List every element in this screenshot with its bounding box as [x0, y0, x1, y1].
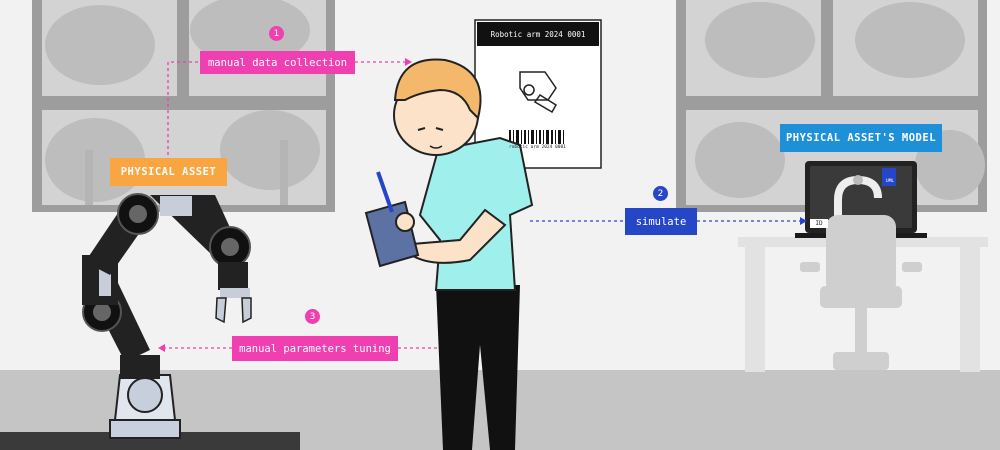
step-2-badge: 2: [653, 186, 668, 201]
simulate-label: simulate: [625, 208, 697, 235]
arrowheads: [158, 58, 807, 352]
step-3-badge: 3: [305, 309, 320, 324]
chair: [800, 215, 922, 370]
robotic-arm: [82, 193, 252, 439]
datasheet-code: robotic arm 2024 0001: [509, 145, 566, 150]
manual-data-collection-label: manual data collection: [200, 51, 355, 74]
connectors: [165, 61, 800, 349]
laptop-id-tag: ID: [810, 219, 828, 228]
datasheet-title: Robotic arm 2024 0001: [490, 29, 586, 39]
left-window: [32, 0, 335, 212]
person: [364, 58, 534, 450]
table-top-left: [0, 432, 300, 450]
step-1-badge: 1: [269, 26, 284, 41]
physical-asset-label: PHYSICAL ASSET: [110, 158, 227, 186]
barcode: [509, 130, 564, 144]
physical-assets-model-label: PHYSICAL ASSET'S MODEL: [780, 124, 942, 152]
laptop-uml-tag: UML: [886, 179, 895, 184]
manual-parameters-tuning-label: manual parameters tuning: [232, 336, 398, 361]
